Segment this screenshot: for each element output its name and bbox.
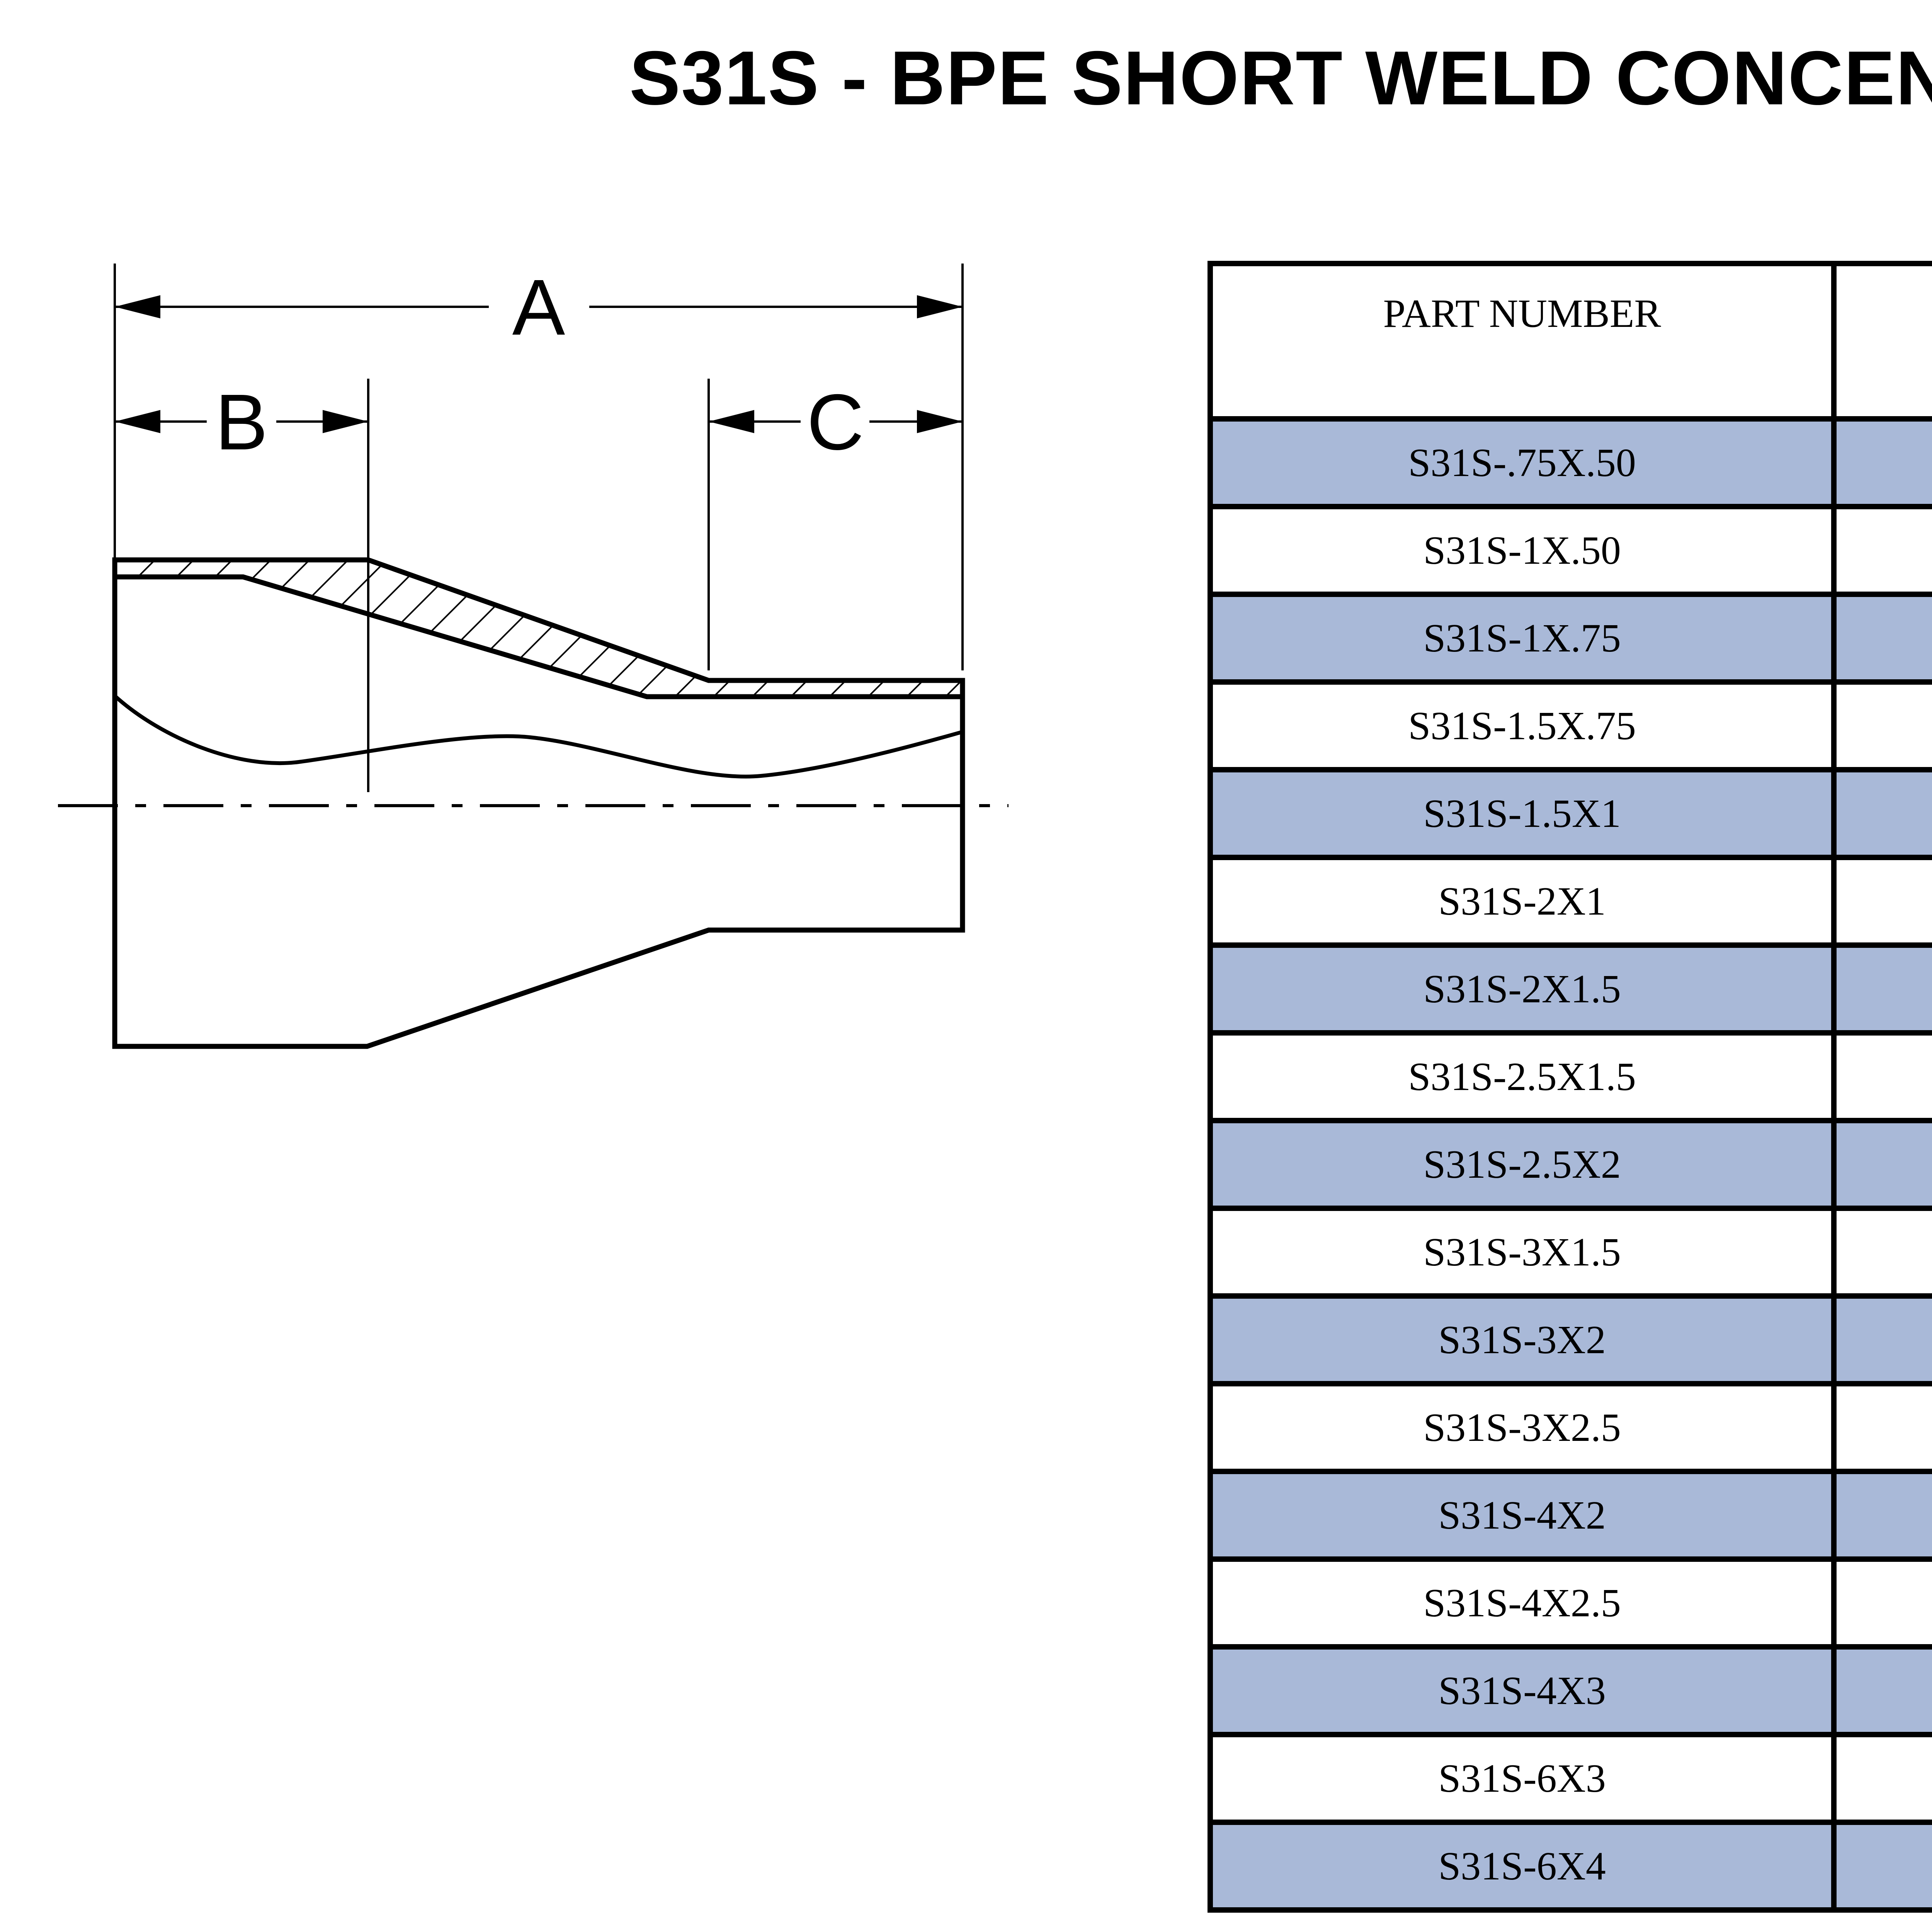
reducer-diagram: A B C <box>58 263 1009 1049</box>
dimension-a: A <box>114 263 964 790</box>
dim-label-c: C <box>807 378 864 466</box>
table-header: PART NUMBER SIZE (inches) A (inches) B (… <box>1207 261 1932 422</box>
cell: S31S-1X.50 <box>1207 504 1837 597</box>
cell: 6 X 3 <box>1831 1732 1932 1825</box>
table-row: S31S-1.5X.751-1/2 X 3/43.0001.0001.000 <box>1207 679 1932 772</box>
cell: 3/4 X 1/2 <box>1831 416 1932 509</box>
cell: S31S-.75X.50 <box>1207 416 1837 509</box>
arrowhead-right <box>917 410 963 433</box>
arrowhead-left <box>115 410 160 433</box>
arrowhead-right <box>917 295 963 318</box>
cell: 1-1/2 X 3/4 <box>1831 679 1932 772</box>
wall-hatched-band <box>112 557 965 699</box>
dim-label-b: B <box>215 378 268 466</box>
cell: 1 X 3/4 <box>1831 592 1932 685</box>
cell: 2 X 1-1/2 <box>1831 942 1932 1036</box>
dim-label-a: A <box>512 263 565 352</box>
cell: S31S-2.5X1.5 <box>1207 1030 1837 1123</box>
table-row: S31S-4X24 X 25.1251.5001.000 <box>1207 1469 1932 1562</box>
cell: 4 X 2 <box>1831 1469 1932 1562</box>
cell: 1 X 1/2 <box>1831 504 1932 597</box>
cell: S31S-3X2 <box>1207 1293 1837 1386</box>
part-section <box>58 557 1009 1049</box>
cell: S31S-3X2.5 <box>1207 1381 1837 1474</box>
table-row: S31S-3X23 X 23.3751.5001.000 <box>1207 1293 1932 1386</box>
cell: 2-1/2 X 1-1/2 <box>1831 1030 1932 1123</box>
header-line-1: SIZE <box>1837 286 1932 341</box>
table-row: S31S-6X36 X 37.2502.0001.500 <box>1207 1732 1932 1825</box>
table-row: S31S-2.5X22-1/2 X 22.5001.0001.000 <box>1207 1118 1932 1211</box>
header-row: PART NUMBER SIZE (inches) A (inches) B (… <box>1207 261 1932 422</box>
table-row: S31S-2X12 X 13.3751.0001.000 <box>1207 855 1932 948</box>
table-row: S31S-4X2.54 X 2-1/24.2501.5001.000 <box>1207 1556 1932 1650</box>
cell: 6 X 4 <box>1831 1820 1932 1913</box>
cell: 3 X 2-1/2 <box>1831 1381 1932 1474</box>
table-row: S31S-3X1.53 X 1-1/24.2501.5001.000 <box>1207 1206 1932 1299</box>
table-row: S31S-1X.751 X 3/42.1251.0001.000 <box>1207 592 1932 685</box>
table-row: S31S-6X46 X 45.6252.0001.500 <box>1207 1820 1932 1913</box>
cell: 4 X 2-1/2 <box>1831 1556 1932 1650</box>
arrowhead-left <box>709 410 754 433</box>
table-row: S31S-1X.501 X 1/22.5001.0001.000 <box>1207 504 1932 597</box>
cell: S31S-1X.75 <box>1207 592 1837 685</box>
table-row: S31S-3X2.53 X 2-1/22.6251.5001.000 <box>1207 1381 1932 1474</box>
table-body: S31S-.75X.503/4 X 1/22.1251.0001.000S31S… <box>1207 416 1932 1913</box>
arrowhead-left <box>115 295 160 318</box>
cell: S31S-4X3 <box>1207 1644 1837 1737</box>
cell: S31S-3X1.5 <box>1207 1206 1837 1299</box>
specs-table: PART NUMBER SIZE (inches) A (inches) B (… <box>1207 261 1932 1913</box>
table-row: S31S-2X1.52 X 1-1/22.5001.0001.000 <box>1207 942 1932 1036</box>
cell: S31S-4X2 <box>1207 1469 1837 1562</box>
cell: S31S-2X1 <box>1207 855 1837 948</box>
cell: 3 X 2 <box>1831 1293 1932 1386</box>
cell: S31S-4X2.5 <box>1207 1556 1837 1650</box>
cell: 2-1/2 X 2 <box>1831 1118 1932 1211</box>
page-title: S31S - BPE SHORT WELD CONCENTRIC REDUCER <box>629 35 1932 121</box>
specs-table-container: PART NUMBER SIZE (inches) A (inches) B (… <box>1207 261 1932 1913</box>
cell: S31S-6X4 <box>1207 1820 1837 1913</box>
dimension-c: C <box>707 378 963 670</box>
table-row: S31S-2.5X1.52-1/2 X 1-1/23.3751.0001.000 <box>1207 1030 1932 1123</box>
cell: S31S-2X1.5 <box>1207 942 1837 1036</box>
cell: 1-1/2 X 1 <box>1831 767 1932 860</box>
table-row: S31S-1.5X11-1/2 X 12.5001.0001.000 <box>1207 767 1932 860</box>
table-row: S31S-4X34 X 33.8751.5001.500 <box>1207 1644 1932 1737</box>
header-line-2: (inches) <box>1837 341 1932 396</box>
header-line-1: PART NUMBER <box>1383 291 1661 336</box>
cell: 3 X 1-1/2 <box>1831 1206 1932 1299</box>
column-header-size: SIZE (inches) <box>1831 261 1932 422</box>
cell: S31S-2.5X2 <box>1207 1118 1837 1211</box>
cell: S31S-1.5X1 <box>1207 767 1837 860</box>
table-row: S31S-.75X.503/4 X 1/22.1251.0001.000 <box>1207 416 1932 509</box>
cell: S31S-6X3 <box>1207 1732 1837 1825</box>
body-outline <box>112 560 965 1049</box>
cell: S31S-1.5X.75 <box>1207 679 1837 772</box>
arrowhead-right <box>323 410 368 433</box>
cell: 2 X 1 <box>1831 855 1932 948</box>
break-line <box>113 694 963 779</box>
column-header-part-number: PART NUMBER <box>1207 261 1837 422</box>
cell: 4 X 3 <box>1831 1644 1932 1737</box>
